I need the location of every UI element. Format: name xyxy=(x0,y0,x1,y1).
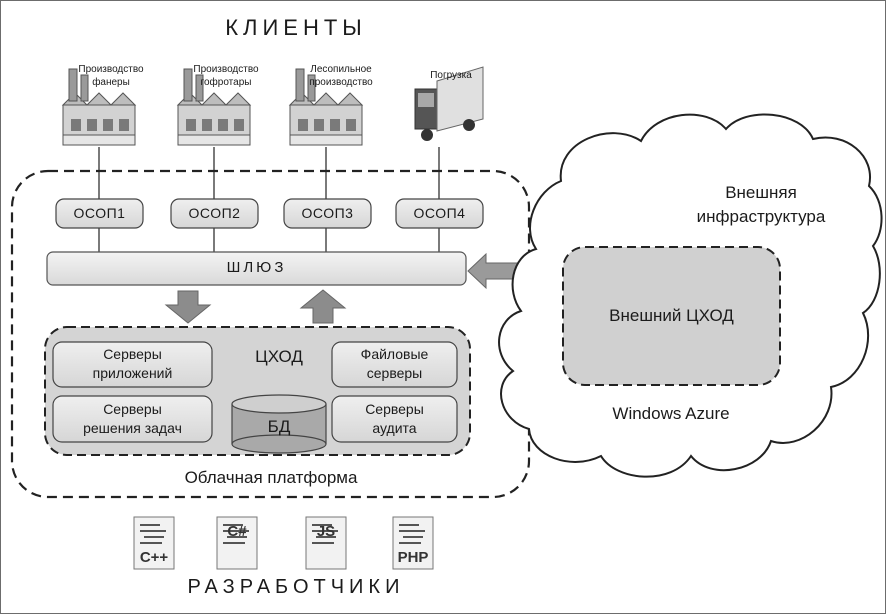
gateway-label: ШЛЮЗ xyxy=(226,259,287,276)
developers-title: РАЗРАБОТЧИКИ xyxy=(187,576,405,598)
database-icon xyxy=(231,394,327,454)
provider-label: Windows Azure xyxy=(612,404,730,423)
lang-csharp: C# xyxy=(227,523,247,540)
truck-icon xyxy=(414,66,484,141)
gateway-bar xyxy=(46,251,467,286)
ocop4-label: ОСОП4 xyxy=(413,205,466,221)
platform-label: Облачная платформа xyxy=(184,468,358,487)
external-dc-frame xyxy=(562,246,781,386)
dc-title: ЦХОД xyxy=(255,347,303,366)
ocop1-label: ОСОП1 xyxy=(73,205,126,221)
ocop-boxes xyxy=(55,198,484,229)
ocop2-label: ОСОП2 xyxy=(188,205,241,221)
db-label: БД xyxy=(267,417,291,436)
external-dc-label: Внешний ЦХОД xyxy=(609,306,734,325)
ocop3-label: ОСОП3 xyxy=(301,205,354,221)
down-arrow xyxy=(164,290,212,324)
up-arrow xyxy=(299,289,347,324)
client-label-4: Погрузка xyxy=(430,70,472,81)
lang-php: PHP xyxy=(397,549,429,566)
clients-title: КЛИЕНТЫ xyxy=(225,15,367,40)
lang-cpp: C++ xyxy=(139,549,169,566)
server-boxes xyxy=(52,341,458,443)
lang-js: JS xyxy=(316,523,336,540)
client-connectors xyxy=(98,147,440,252)
